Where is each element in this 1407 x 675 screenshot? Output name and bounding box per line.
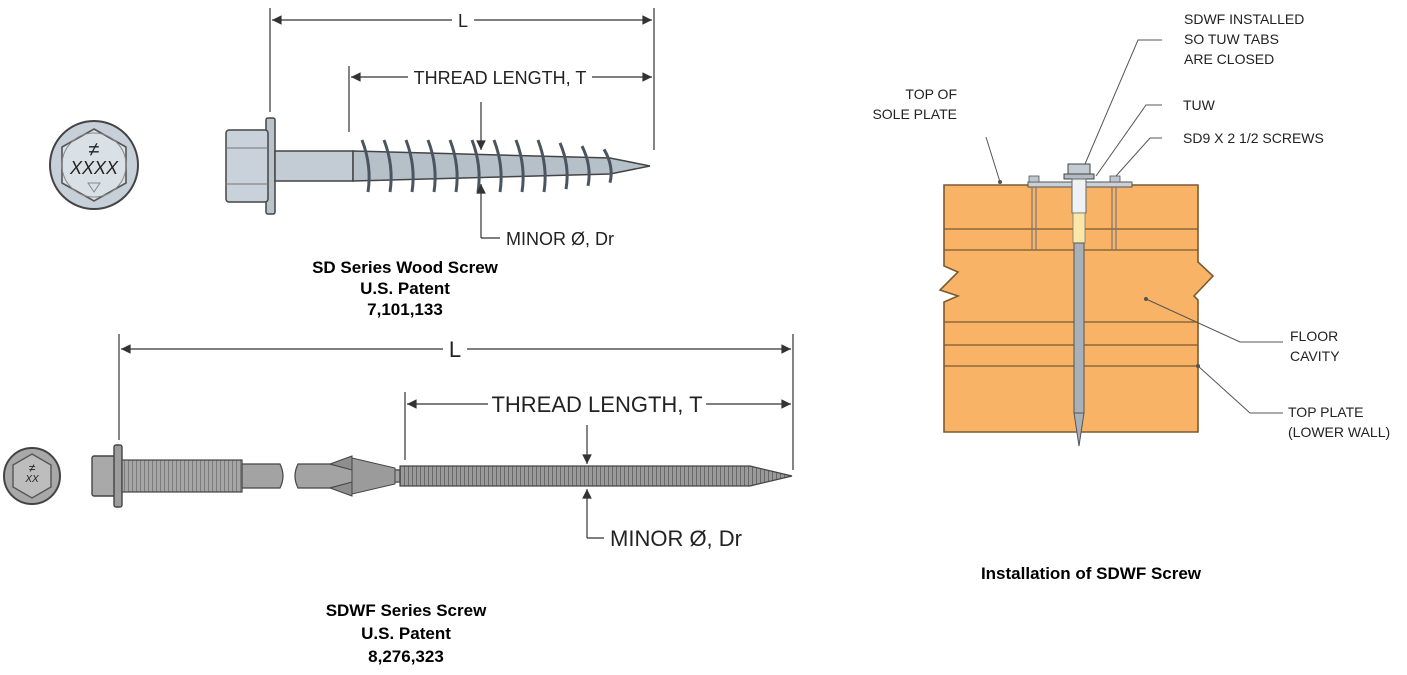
sd-thread-flight — [382, 139, 393, 193]
sd-thread-flight — [514, 139, 525, 193]
callout-installed-line2: SO TUW TABS — [1184, 31, 1279, 47]
sd-dimension-L: L — [269, 8, 655, 150]
sdwf-caption: SDWF Series Screw U.S. Patent 8,276,323 — [326, 601, 487, 666]
sdwf-head-end-view: ≠ XX — [3, 447, 61, 505]
sd-head-mark: XXXX — [69, 158, 119, 178]
callout-installed-line3: ARE CLOSED — [1184, 51, 1274, 67]
callout-installed-line1: SDWF INSTALLED — [1184, 11, 1304, 27]
sdwf-installed — [1063, 163, 1095, 447]
callout-top-plate-line1: TOP PLATE — [1288, 404, 1363, 420]
sd-caption-line1: SD Series Wood Screw — [312, 258, 499, 277]
sd-thread-flight — [404, 139, 415, 193]
sdwf-caption-line3: 8,276,323 — [368, 647, 444, 666]
installation-caption: Installation of SDWF Screw — [981, 564, 1202, 583]
sdwf-screw-side-view — [91, 444, 793, 508]
callout-tuw: TUW — [1183, 97, 1216, 113]
sd9-screws — [1028, 175, 1121, 250]
sdwf-screw-figure: ≠ XX L — [3, 334, 794, 666]
sdwf-caption-line1: SDWF Series Screw — [326, 601, 487, 620]
sd-minor-label: MINOR Ø, Dr — [506, 229, 614, 249]
sd-thread-flight — [448, 139, 459, 193]
sd-dimension-T: THREAD LENGTH, T — [348, 66, 653, 150]
sd-thread-flight — [426, 139, 437, 193]
callout-leaders — [985, 39, 1283, 414]
sd-dim-L-label: L — [458, 11, 468, 31]
sd-caption-line3: 7,101,133 — [367, 300, 443, 319]
sd-head-mark-top: ≠ — [89, 139, 100, 161]
sd-caption: SD Series Wood Screw U.S. Patent 7,101,1… — [312, 258, 499, 319]
sd-thread-flight — [360, 139, 371, 193]
sdwf-head-mark-top: ≠ — [29, 461, 36, 475]
installation-figure: SDWF INSTALLED SO TUW TABS ARE CLOSED TO… — [872, 11, 1390, 583]
sd-screw-figure: ≠ XXXX L — [49, 8, 655, 319]
sd-minor-diameter: MINOR Ø, Dr — [476, 184, 614, 249]
sdwf-dim-L-label: L — [449, 337, 461, 362]
sdwf-minor-diameter: MINOR Ø, Dr — [582, 489, 742, 551]
sdwf-head-mark: XX — [24, 474, 39, 485]
callout-top-sole-line1: TOP OF — [905, 86, 957, 102]
callout-labels: SDWF INSTALLED SO TUW TABS ARE CLOSED TO… — [872, 11, 1390, 440]
sd-head-end-view: ≠ XXXX — [49, 120, 139, 210]
sdwf-caption-line2: U.S. Patent — [361, 624, 451, 643]
sd-thread-flight — [602, 148, 613, 184]
sd-caption-line2: U.S. Patent — [360, 279, 450, 298]
callout-floor-line2: CAVITY — [1290, 348, 1340, 364]
callout-top-sole-line2: SOLE PLATE — [872, 106, 957, 122]
sdwf-dimension-L: L — [118, 334, 794, 470]
sd-thread-flight — [492, 139, 503, 193]
sdwf-dim-T-label: THREAD LENGTH, T — [491, 392, 702, 417]
sd-thread-flight — [536, 139, 547, 193]
sd-dim-T-label: THREAD LENGTH, T — [414, 68, 587, 88]
sd-thread-flight — [558, 142, 569, 190]
sdwf-dimension-T: THREAD LENGTH, T — [404, 392, 792, 464]
callout-top-plate-line2: (LOWER WALL) — [1288, 424, 1390, 440]
sd-screw-side-view — [225, 117, 651, 215]
callout-arrowheads — [998, 180, 1200, 368]
sd-thread-flight — [580, 145, 591, 187]
callout-sd9: SD9 X 2 1/2 SCREWS — [1183, 130, 1324, 146]
callout-floor-line1: FLOOR — [1290, 328, 1338, 344]
sdwf-minor-label: MINOR Ø, Dr — [610, 526, 742, 551]
